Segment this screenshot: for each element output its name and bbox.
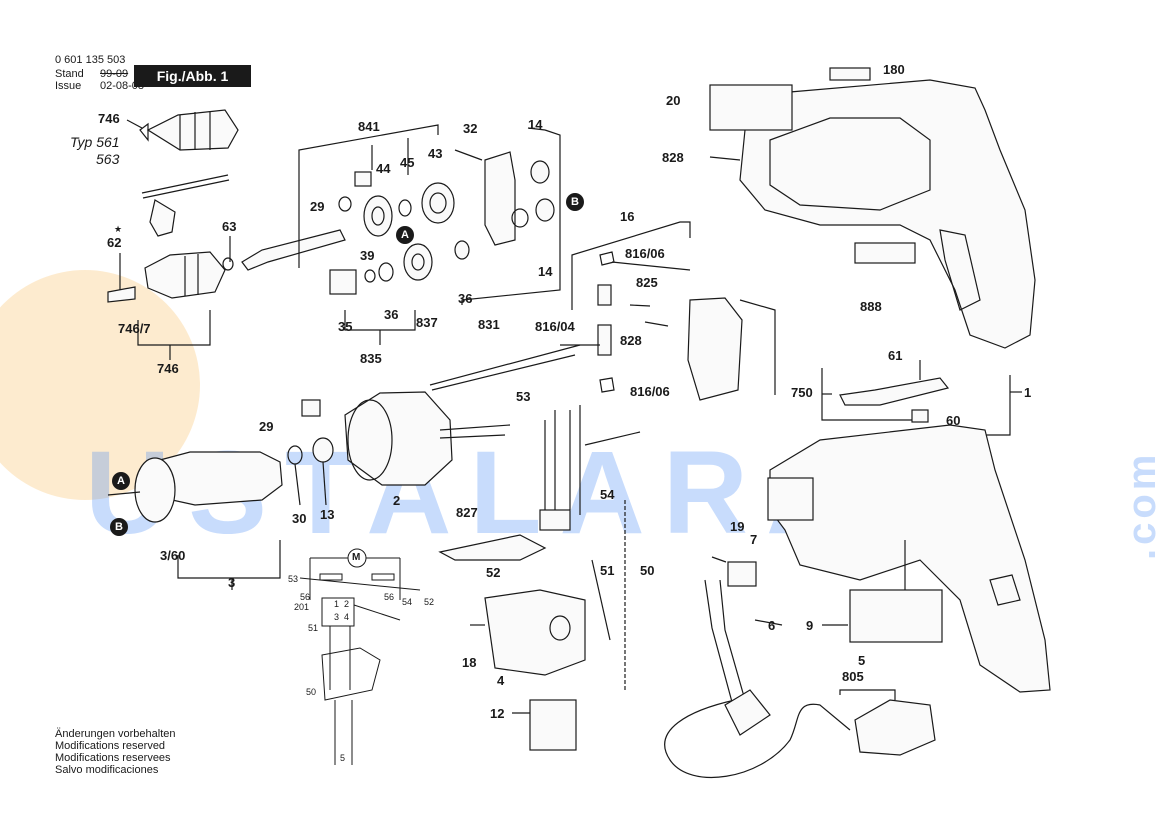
part-label: 888 [860, 299, 882, 314]
schematic-label: 52 [424, 597, 435, 607]
part-label: 29 [259, 419, 274, 434]
stand-value: 99-09 [100, 68, 129, 80]
part-label: 18 [462, 655, 477, 670]
part-label: 14 [528, 117, 543, 132]
stand-label: Stand [55, 68, 84, 80]
spindle-part [222, 229, 346, 271]
part-label: 61 [888, 348, 903, 363]
figure-label: Fig./Abb. 1 [134, 65, 251, 87]
issue-label: Issue [55, 80, 82, 92]
part-label: 4 [497, 673, 505, 688]
wiring-schematic [299, 548, 421, 765]
part-label: 827 [456, 505, 478, 520]
part-label: 180 [883, 62, 905, 77]
part-label: 32 [463, 121, 478, 136]
part-label: 3/60 [160, 548, 186, 563]
part-label: 53 [516, 389, 531, 404]
schematic-label: 51 [308, 623, 319, 633]
schematic-label: 50 [306, 687, 317, 697]
note-line: Salvo modificaciones [55, 764, 159, 776]
part-label: 841 [358, 119, 380, 134]
schematic-label: 54 [402, 597, 413, 607]
schematic-label: 53 [288, 574, 299, 584]
part-label: 3 [228, 575, 236, 590]
part-label: 746 [98, 111, 120, 126]
armature-part [107, 399, 334, 523]
part-label: 36 [458, 291, 473, 306]
part-label: 837 [416, 315, 438, 330]
part-label: 746 [157, 361, 179, 376]
marker-b: B [110, 518, 128, 536]
schematic-label: 56 [384, 592, 395, 602]
part-label: 36 [384, 307, 399, 322]
part-label: 750 [791, 385, 813, 400]
part-label: 45 [400, 155, 415, 170]
part-label: 43 [428, 146, 443, 161]
star-icon: ★ [114, 224, 123, 234]
part-label: 16 [620, 209, 635, 224]
part-label: 828 [662, 150, 684, 165]
chuck-key-part [141, 174, 230, 237]
part-label: 50 [640, 563, 655, 578]
part-label: 746/7 [118, 321, 151, 336]
part-label: 20 [666, 93, 681, 108]
schematic-label: 3 [334, 612, 340, 622]
part-label: 831 [478, 317, 500, 332]
schematic-label: 201 [294, 602, 310, 612]
marker-b: B [566, 193, 584, 211]
schematic-label: 56 [300, 592, 311, 602]
part-label: 14 [538, 264, 553, 279]
part-label: 9 [806, 618, 814, 633]
part-label: 825 [636, 275, 658, 290]
gearbox-parts [329, 149, 483, 295]
part-label: 44 [376, 161, 391, 176]
part-label: 29 [310, 199, 325, 214]
part-label: 816/04 [535, 319, 575, 334]
part-label: 60 [946, 413, 961, 428]
part-label: 816/06 [625, 246, 665, 261]
note-line: Modifications reservees [55, 752, 171, 764]
schematic-label: 4 [344, 612, 350, 622]
note-line: Änderungen vorbehalten [55, 728, 176, 740]
part-label: 835 [360, 351, 382, 366]
part-label: 6 [768, 618, 776, 633]
part-label: 805 [842, 669, 864, 684]
part-label: 828 [620, 333, 642, 348]
housing-half-part [709, 67, 1036, 349]
part-label: 2 [393, 493, 401, 508]
motor-symbol-label: M [352, 552, 361, 563]
switch-part [438, 509, 586, 676]
schematic-label: 1 [334, 599, 340, 609]
schematic-label: 5 [340, 753, 346, 763]
marker-a: A [396, 226, 414, 244]
gear-housing-part [454, 151, 555, 260]
part-label: 35 [338, 319, 353, 334]
part-label: 54 [600, 487, 615, 502]
part-label: 62 [107, 235, 122, 250]
typ-line-2: 563 [96, 151, 120, 167]
part-label: 13 [320, 507, 335, 522]
part-number: 0 601 135 503 [55, 54, 126, 66]
part-label: 5 [858, 653, 866, 668]
part-label: 30 [292, 511, 307, 526]
part-label: 63 [222, 219, 237, 234]
part-label: 1 [1024, 385, 1032, 400]
part-label: 816/06 [630, 384, 670, 399]
part-label: 51 [600, 563, 615, 578]
issue-value: 02-08-08 [100, 80, 145, 92]
typ-line-1: Typ 561 [70, 134, 120, 150]
note-line: Modifications reserved [55, 740, 166, 752]
part-label: 52 [486, 565, 501, 580]
field-coil-part [344, 391, 453, 486]
chuck-part [139, 109, 239, 151]
part-label: 39 [360, 248, 375, 263]
part-label: 19 [730, 519, 745, 534]
housing-body-part [767, 424, 1051, 693]
marker-a: A [112, 472, 130, 490]
part-label: 7 [750, 532, 758, 547]
schematic-label: 2 [344, 599, 350, 609]
part-label: 12 [490, 706, 505, 721]
key-chuck-part [107, 251, 226, 303]
